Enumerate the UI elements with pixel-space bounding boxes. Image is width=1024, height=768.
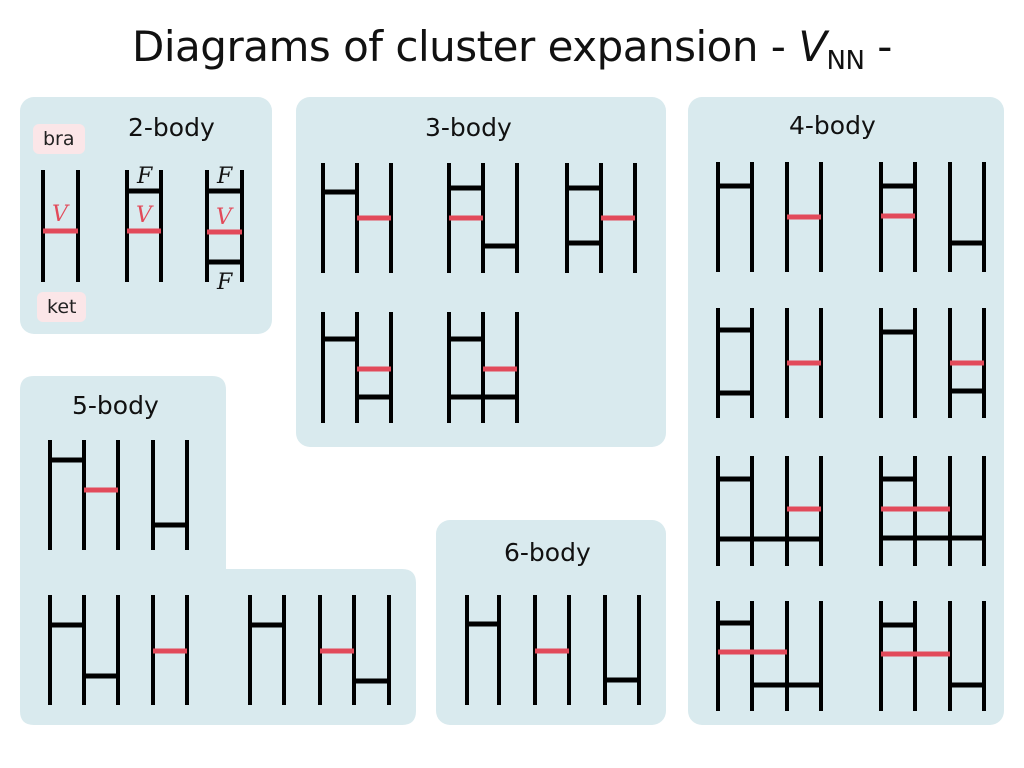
six-body-diagrams (465, 595, 641, 705)
symbol-f: F (217, 164, 233, 189)
panel-backgrounds (20, 97, 1004, 725)
six-body-diagram-1 (465, 595, 641, 705)
symbol-f: F (217, 270, 233, 295)
panel-label-six-body: 6-body (504, 538, 591, 567)
five-body-diagram-2 (48, 595, 189, 705)
four-body-diagram-3 (716, 308, 823, 418)
three-body-diagram-4 (321, 312, 393, 423)
panel-label-two-body: 2-body (128, 113, 215, 142)
two-body-diagrams (41, 170, 244, 282)
ket-tag: ket (37, 292, 87, 322)
symbol-v: V (52, 202, 68, 227)
three-body-diagram-5 (447, 312, 519, 423)
five-body-diagram-3 (248, 595, 391, 705)
symbol-v: V (136, 203, 152, 228)
five-body-diagram-1 (48, 440, 189, 550)
title-main: Diagrams of cluster expansion - (132, 22, 799, 71)
four-body-diagrams (716, 162, 986, 711)
four-body-diagram-5 (716, 456, 823, 566)
panel-label-four-body: 4-body (789, 111, 876, 140)
four-body-diagram-4 (879, 308, 986, 418)
page-title: Diagrams of cluster expansion - VNN - (0, 22, 1024, 76)
three-body-diagrams (321, 163, 637, 423)
three-body-diagram-3 (565, 163, 637, 273)
symbol-f: F (137, 164, 153, 189)
panel-label-three-body: 3-body (425, 113, 512, 142)
four-body-diagram-8 (879, 601, 986, 711)
bra-tag: bra (33, 124, 85, 154)
title-var: V (798, 22, 827, 71)
four-body-diagram-1 (716, 162, 823, 272)
three-body-diagram-2 (447, 163, 519, 273)
four-body-diagram-7 (716, 601, 823, 711)
two-body-diagram-1 (41, 170, 80, 282)
two-body-diagram-3 (205, 170, 244, 282)
two-body-diagram-2 (125, 170, 163, 282)
symbol-v: V (216, 205, 232, 230)
five-body-diagrams (48, 440, 391, 705)
title-subscript: NN (826, 46, 865, 76)
panel-label-five-body: 5-body (72, 391, 159, 420)
four-body-diagram-2 (879, 162, 986, 272)
title-tail: - (864, 22, 892, 71)
panel-four-body (688, 97, 1004, 725)
panel-six-body (436, 520, 666, 725)
three-body-diagram-1 (321, 163, 393, 273)
four-body-diagram-6 (879, 456, 986, 566)
